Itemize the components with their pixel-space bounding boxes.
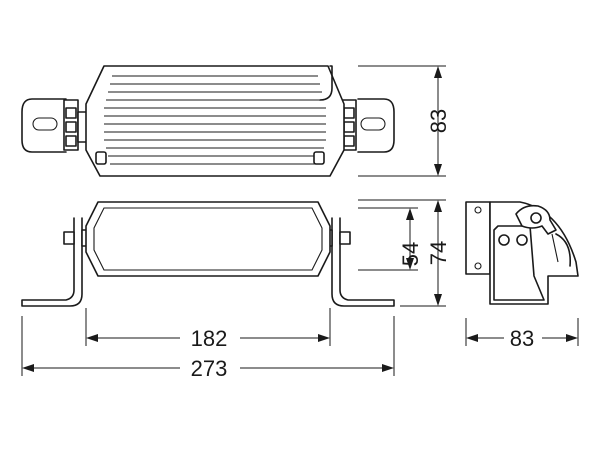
dim-label-inner-width: 182 [191, 326, 228, 351]
dim-label-front-inner-height: 54 [398, 242, 423, 266]
dim-label-front-total-height: 74 [426, 241, 451, 265]
cooling-fins [104, 75, 326, 165]
power-cable [319, 65, 333, 101]
housing-body [85, 65, 345, 177]
dimension-inner-width: 182 [85, 308, 331, 351]
left-mount-slot [32, 117, 58, 131]
top-view [21, 65, 395, 177]
dim-label-top-height: 83 [426, 109, 451, 133]
dim-label-side-depth: 83 [510, 326, 534, 351]
front-right-bracket [331, 217, 395, 307]
dimension-side-depth: 83 [465, 318, 579, 351]
dimension-total-width: 273 [21, 316, 395, 381]
dimension-front-inner-height: 54 [358, 207, 423, 271]
right-mount-tab [357, 98, 395, 153]
light-bar-lens [93, 207, 323, 271]
right-mount-slot [360, 117, 386, 131]
left-mount-tab [21, 98, 67, 153]
dimension-front-total-height: 74 [358, 199, 451, 307]
dim-label-total-width: 273 [191, 356, 228, 381]
dimension-top-height: 83 [358, 65, 451, 177]
front-left-bracket [21, 217, 83, 307]
front-view [21, 201, 395, 307]
side-view [465, 201, 579, 305]
light-bar-housing [85, 201, 331, 277]
